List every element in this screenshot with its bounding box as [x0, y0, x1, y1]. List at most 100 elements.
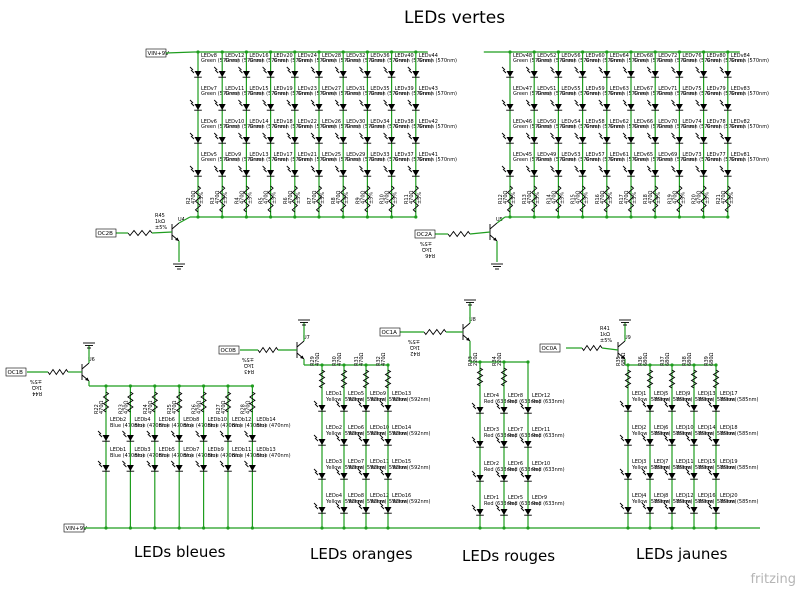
green-led-label: LEDv38: [395, 119, 414, 125]
led-triangle: [218, 137, 226, 143]
green-led-spec: Green (570nm): [370, 157, 408, 163]
led-triangle: [315, 104, 323, 110]
blue-led: [122, 460, 135, 472]
led-arrow: [471, 436, 476, 441]
transistor-label: U7: [303, 335, 310, 341]
led-triangle: [267, 104, 275, 110]
green-led-spec: Green (570nm): [201, 157, 239, 163]
red-led: [495, 402, 508, 414]
led-arrow: [472, 439, 477, 444]
green-resistor: [412, 185, 419, 213]
green-led-label: LEDv13: [249, 152, 268, 158]
resistor-zigzag: [624, 369, 632, 389]
resistor-zigzag: [151, 391, 159, 413]
led-triangle: [554, 137, 562, 143]
led-arrow: [501, 132, 506, 137]
green-resistor: [531, 185, 538, 213]
oc0b-label-box: [218, 345, 240, 355]
orange-led-spec: Yellow (592nm): [325, 499, 365, 505]
resistor-zigzag: [224, 391, 232, 413]
yellow-led: [707, 400, 720, 412]
green-led-spec: Green (570nm): [225, 58, 263, 64]
led-triangle: [476, 441, 484, 447]
fritzing-watermark: fritzing: [750, 572, 796, 587]
resistor-zigzag: [579, 185, 586, 213]
junction-dot: [670, 526, 674, 530]
green-resistor-label: R5: [259, 197, 265, 204]
yellow-led: [641, 502, 654, 514]
green-led: [334, 66, 347, 78]
green-led: [286, 132, 299, 144]
green-led: [262, 66, 275, 78]
junction-dot: [714, 526, 718, 530]
transistor-arrow: [85, 377, 89, 381]
r45-value: 1kΩ: [155, 219, 165, 225]
transistor-label: U9: [624, 335, 631, 341]
green-led: [525, 132, 538, 144]
green-led-label: LEDv66: [634, 119, 653, 125]
r46-value: 1kΩ: [422, 246, 432, 252]
blue-led: [146, 430, 159, 442]
resistor-zigzag: [102, 391, 110, 413]
yellow-led: [707, 434, 720, 446]
green-resistor: [506, 185, 514, 213]
yellow-resistor: [668, 369, 676, 389]
led-arrow: [719, 132, 724, 137]
green-led-spec: Green (570nm): [658, 157, 696, 163]
orange-led-spec: Yellow (592nm): [391, 397, 431, 403]
junction-dot: [341, 50, 345, 54]
oc1b-label: OC1B: [8, 370, 24, 376]
blue-resistor: [102, 391, 110, 413]
led-triangle: [700, 137, 708, 143]
green-led: [574, 99, 587, 111]
green-led-label: LEDv11: [225, 86, 244, 92]
green-led: [598, 99, 611, 111]
green-led: [286, 99, 299, 111]
green-led-label: LEDv78: [707, 119, 726, 125]
green-led-spec: Green (570nm): [395, 58, 433, 64]
blue-led-spec: Blue (470nm): [110, 453, 144, 459]
blue-led-spec: Blue (470nm): [183, 423, 217, 429]
led-arrow: [472, 405, 477, 410]
orange-led-label: LEDo3: [326, 459, 342, 465]
oc1b-label-box: [5, 367, 27, 377]
green-led-spec: Green (570nm): [274, 124, 312, 130]
led-arrow: [526, 69, 531, 74]
led-triangle: [554, 71, 562, 77]
led-arrow: [622, 165, 627, 170]
green-resistor-label: R7: [307, 197, 313, 204]
led-arrow: [287, 168, 292, 173]
orange-resistor-label: R29: [310, 356, 316, 366]
orange-resistor-value: 470Ω: [337, 352, 343, 366]
green-led-spec: Green (570nm): [513, 157, 551, 163]
green-led-label: LEDv60: [586, 53, 605, 59]
transistor-collector: [171, 222, 180, 230]
green-led-spec: Green (570nm): [322, 124, 360, 130]
green-resistor-label: R12: [498, 194, 504, 204]
led-arrow: [719, 66, 724, 71]
green-led-label: LEDv33: [370, 152, 389, 158]
green-led-label: LEDv50: [537, 119, 556, 125]
led-arrow: [384, 135, 388, 140]
green-led: [622, 99, 635, 111]
led-arrow: [239, 69, 243, 74]
green-led-spec: Green (570nm): [274, 91, 312, 97]
led-arrow: [122, 460, 126, 465]
led-triangle: [318, 507, 326, 513]
led-arrow: [619, 502, 624, 507]
green-led-label: LEDv24: [298, 53, 317, 59]
led-arrow: [314, 403, 319, 408]
resistor-zigzag: [690, 369, 698, 389]
green-led-spec: Green (570nm): [561, 91, 599, 97]
green-led: [550, 165, 563, 177]
green-resistor: [579, 185, 586, 213]
green-led-label: LEDv17: [274, 152, 293, 158]
green-resistor-tol: ±5%: [729, 192, 735, 204]
led-arrow: [708, 403, 713, 408]
green-led: [719, 132, 732, 144]
led-arrow: [335, 168, 340, 173]
green-resistor-tol: ±5%: [559, 192, 565, 204]
green-led-spec: Green (570nm): [298, 157, 336, 163]
junction-dot: [202, 526, 206, 530]
